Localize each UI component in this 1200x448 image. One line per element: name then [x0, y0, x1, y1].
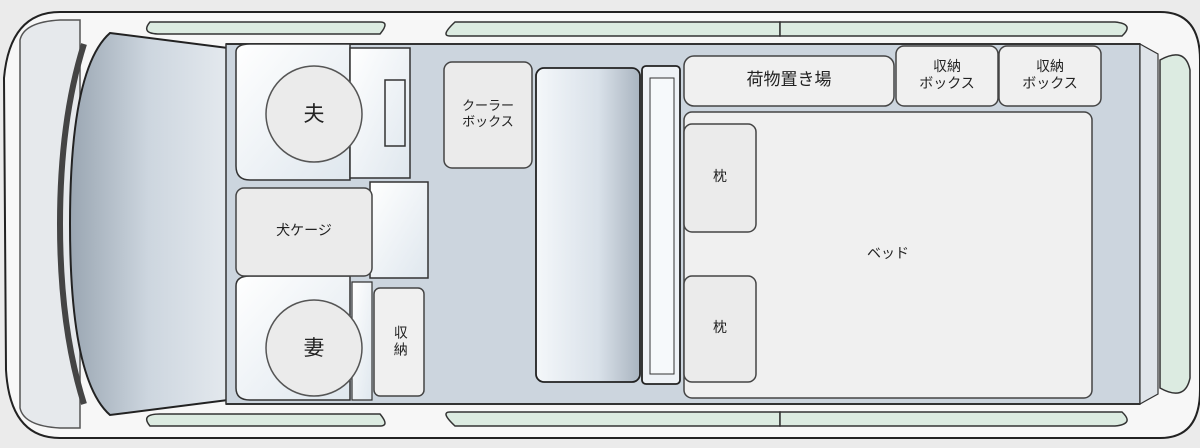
pillow-2-label: 枕 — [713, 320, 727, 337]
rear-pillar — [1139, 42, 1159, 406]
side-window-top-2 — [445, 21, 781, 37]
storage-box-1-box — [895, 45, 999, 107]
wife-label: 妻 — [303, 335, 325, 360]
side-window-bottom-3 — [779, 411, 1128, 427]
luggage-area-label: 荷物置き場 — [746, 70, 832, 91]
dog-cage-box — [235, 187, 373, 277]
storage-box-2-label: 収納 ボックス — [1022, 58, 1078, 93]
pillow-1-label: 枕 — [713, 169, 727, 186]
husband-label: 夫 — [303, 101, 325, 126]
small-storage-label: 収納 — [391, 325, 408, 359]
side-window-bottom-1 — [145, 413, 386, 427]
side-window-bottom-2 — [445, 411, 781, 427]
cooler-box-label: クーラー ボックス — [461, 98, 514, 130]
pillow-1-box — [683, 123, 757, 233]
bed-label: ベッド — [867, 246, 909, 263]
small-storage-box — [373, 287, 425, 397]
cooler-box — [443, 61, 533, 169]
wife-circle — [265, 299, 363, 397]
side-window-top-1 — [145, 21, 386, 35]
windshield — [68, 31, 229, 417]
husband-circle — [265, 65, 363, 163]
bench-seat-cushion — [535, 67, 641, 383]
dog-cage-label: 犬ケージ — [276, 223, 332, 240]
storage-box-2-box — [998, 45, 1102, 107]
luggage-area-box — [683, 55, 895, 107]
windshield-trim — [56, 43, 87, 405]
bench-seat-frame — [649, 77, 675, 375]
center-console — [369, 181, 429, 279]
pillow-2-box — [683, 275, 757, 383]
side-window-top-3 — [779, 21, 1128, 37]
rear-window — [1159, 54, 1191, 394]
storage-box-1-label: 収納 ボックス — [919, 58, 975, 93]
bed-box — [683, 111, 1093, 399]
